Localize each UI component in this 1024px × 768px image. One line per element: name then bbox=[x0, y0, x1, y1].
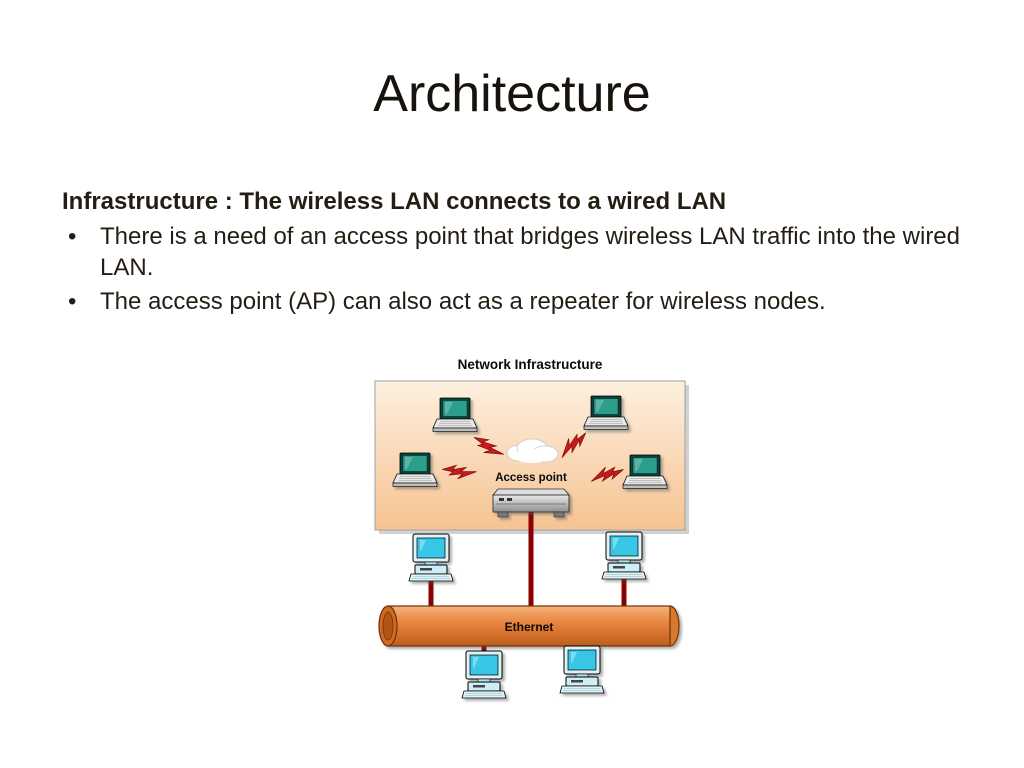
desktop-icon bbox=[408, 533, 454, 582]
laptop-icon bbox=[432, 397, 478, 432]
page-title: Architecture bbox=[373, 65, 651, 123]
network-diagram: Network Infrastructure Access point bbox=[374, 357, 689, 699]
diagram-title: Network Infrastructure bbox=[458, 357, 603, 372]
desktop-icon bbox=[461, 650, 507, 699]
ethernet-bus bbox=[378, 605, 680, 647]
desktop-icon bbox=[559, 645, 605, 694]
laptop-icon bbox=[392, 452, 438, 487]
bullet-item: There is a need of an access point that … bbox=[62, 221, 960, 283]
access-point-label: Access point bbox=[495, 472, 567, 484]
bullet-item: The access point (AP) can also act as a … bbox=[62, 286, 960, 317]
section-heading: Infrastructure : The wireless LAN connec… bbox=[62, 188, 727, 215]
body-text-block: Infrastructure : The wireless LAN connec… bbox=[62, 186, 960, 320]
desktop-icon bbox=[601, 531, 647, 580]
access-point-device bbox=[492, 488, 570, 518]
cloud-shape bbox=[506, 438, 559, 463]
ethernet-label: Ethernet bbox=[505, 620, 554, 634]
